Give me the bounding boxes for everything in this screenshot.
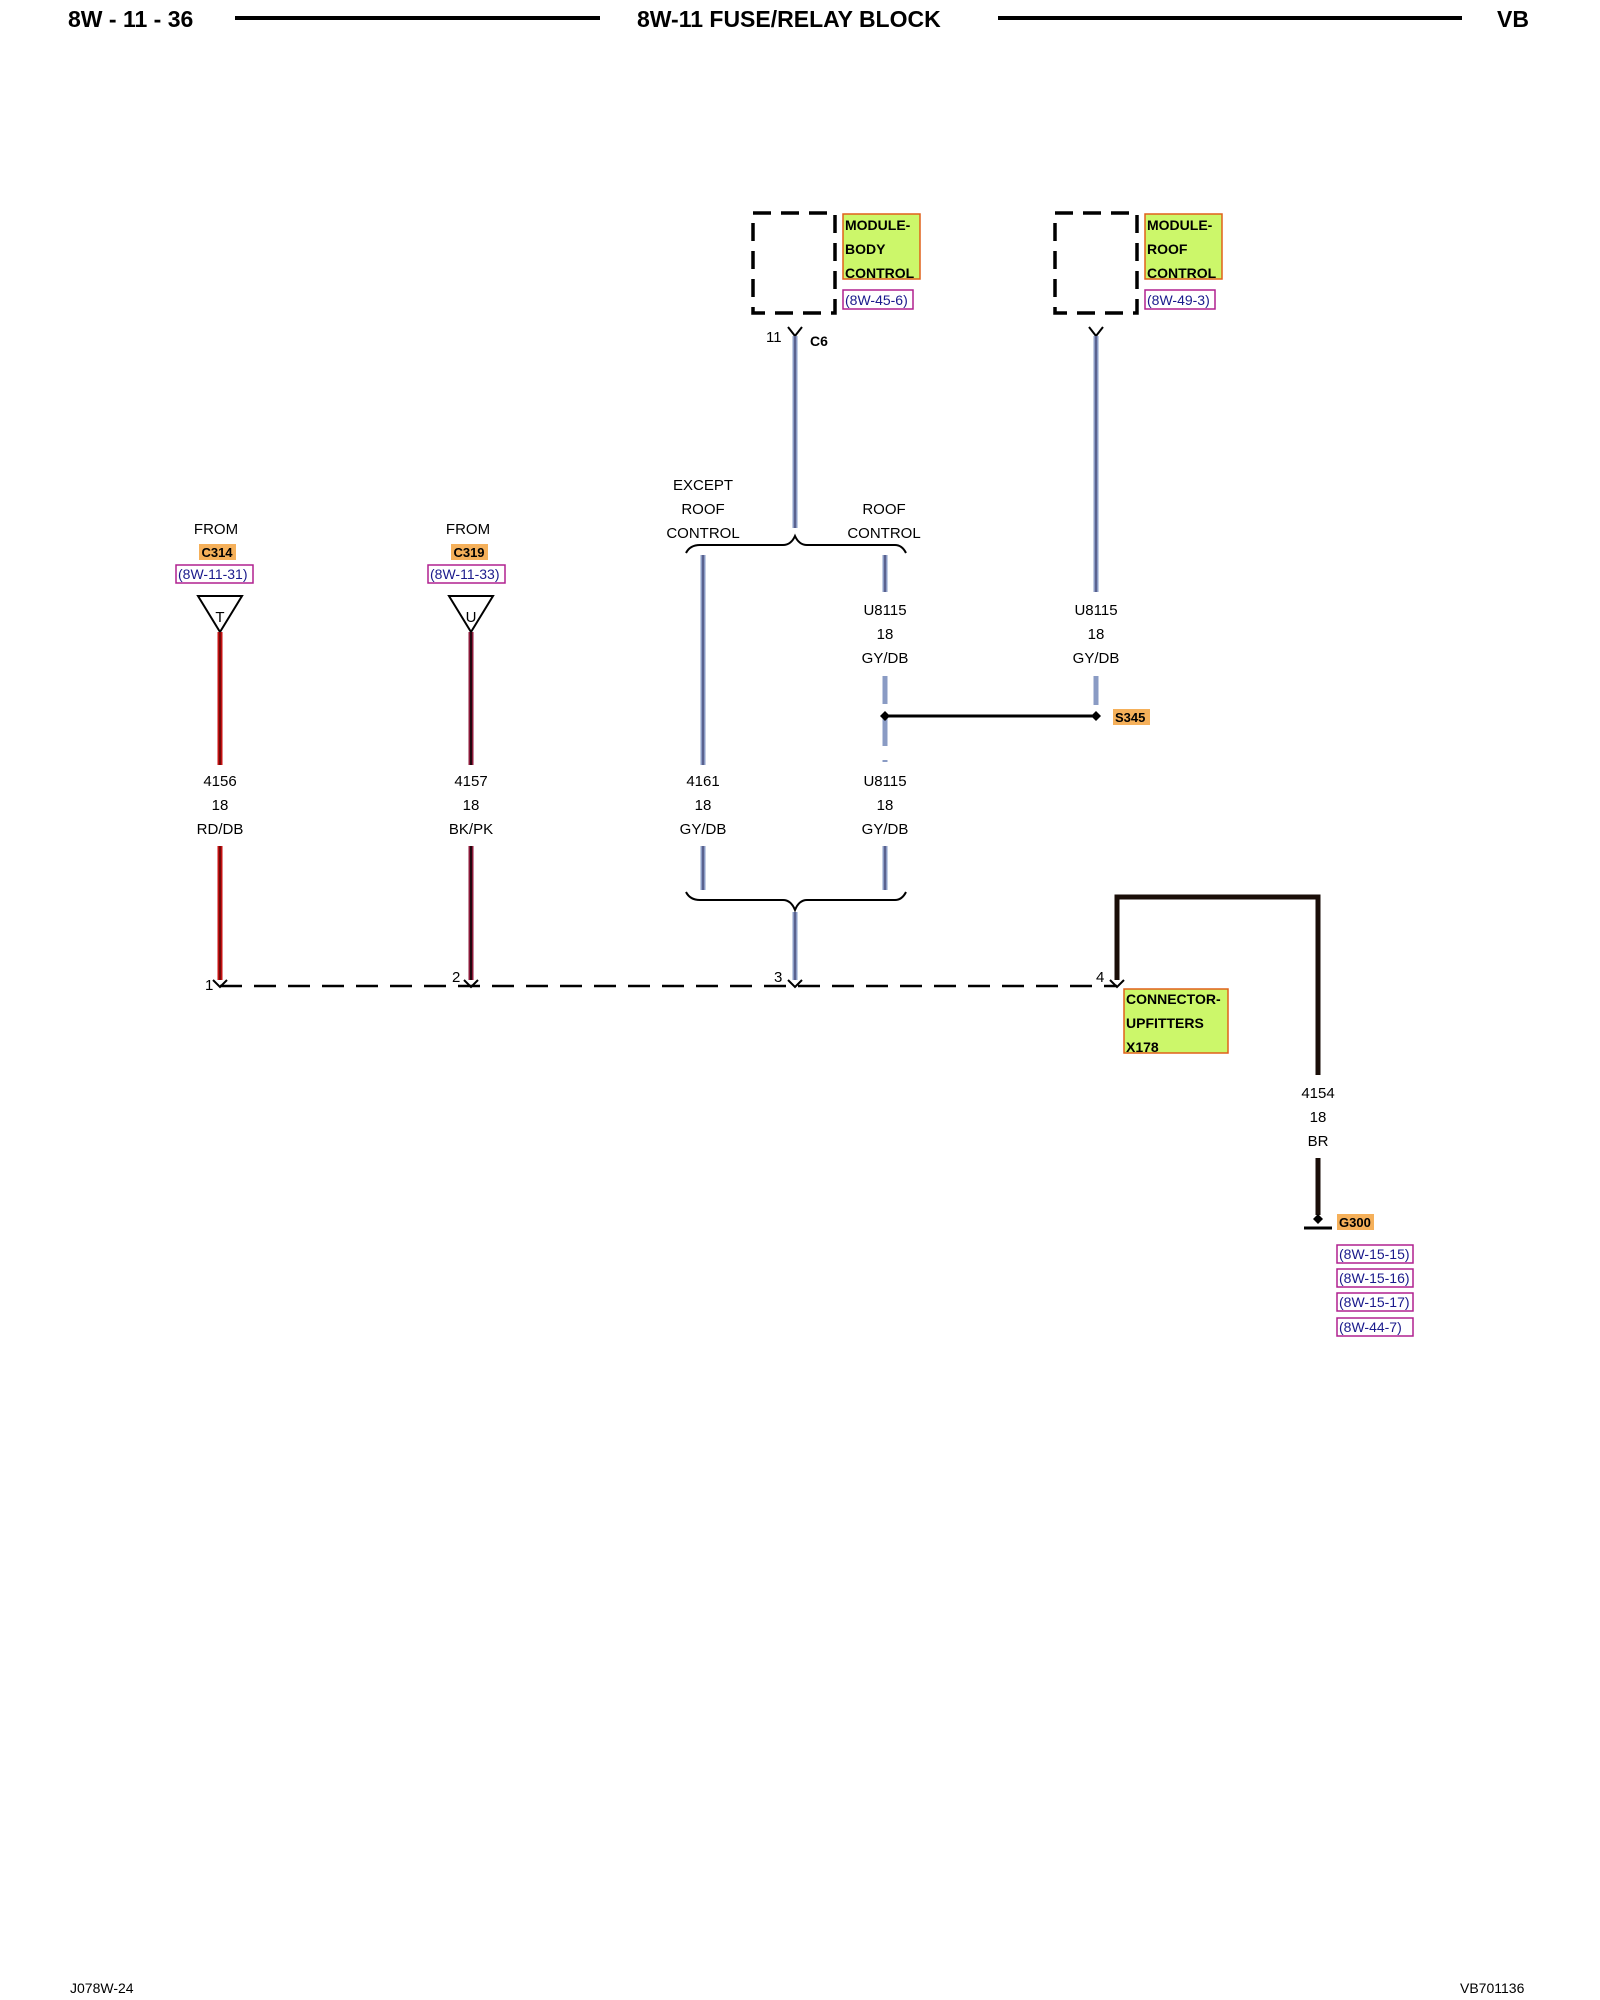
connector-x178-line1: CONNECTOR- [1126, 991, 1221, 1007]
source-c319-letter: U [466, 609, 477, 626]
ground-wire-color: BR [1308, 1133, 1329, 1150]
body-control-connector: C6 [810, 333, 828, 349]
upper-wire-b-circuit: U8115 [1074, 602, 1117, 619]
wire-u8115-gauge: 18 [877, 797, 894, 814]
ground-ref-2-box[interactable] [1336, 1268, 1414, 1288]
splice-tag-bg [1113, 709, 1150, 725]
pin-3-label: 3 [774, 969, 782, 986]
body-control-module-box [751, 211, 837, 315]
source-c314-ref-box[interactable] [175, 564, 254, 584]
branch-bracket-bottom [685, 891, 907, 913]
pin-1-terminal [212, 979, 228, 989]
ground-tag: G300 [1339, 1215, 1371, 1230]
image-id: VB701136 [1460, 1980, 1525, 1996]
roof-control-terminal [1088, 326, 1104, 338]
ground-ref-3-link[interactable]: (8W-15-17) [1339, 1294, 1410, 1310]
wire-4161-circuit: 4161 [686, 773, 719, 790]
body-control-label-bg [842, 213, 921, 280]
connector-x178-label-bg [1123, 988, 1229, 1054]
wire-4156-gauge: 18 [212, 797, 229, 814]
connector-x178-line2: UPFITTERS [1126, 1015, 1204, 1031]
roof-control-module-box [1053, 211, 1139, 315]
wire-4161-color: GY/DB [680, 821, 727, 838]
wire-4156-circuit: 4156 [203, 773, 236, 790]
source-c319-ref-box[interactable] [427, 564, 506, 584]
wire-4157-gauge: 18 [463, 797, 480, 814]
ground-ref-2-link[interactable]: (8W-15-16) [1339, 1270, 1410, 1286]
ground-ref-3-box[interactable] [1336, 1292, 1414, 1312]
wire-4156-color: RD/DB [197, 821, 244, 838]
body-control-pin: 11 [766, 329, 782, 346]
roof-control-ref-link[interactable]: (8W-49-3) [1147, 292, 1210, 308]
pin-2-label: 2 [452, 969, 460, 986]
source-c319-ref-link[interactable]: (8W-11-33) [430, 566, 500, 582]
pin-2-terminal [463, 979, 479, 989]
pin-4-label: 4 [1096, 969, 1104, 986]
wire-4161-gauge: 18 [695, 797, 712, 814]
pin-1-label: 1 [205, 977, 213, 994]
body-control-terminal [787, 326, 803, 338]
ground-tag-bg [1337, 1214, 1374, 1230]
branch-roof-line2: CONTROL [847, 525, 920, 542]
ground-ref-1-link[interactable]: (8W-15-15) [1339, 1246, 1410, 1262]
connector-x178-line3: X178 [1126, 1039, 1159, 1055]
header-rule-left [235, 16, 600, 20]
source-c314-ref-link[interactable]: (8W-11-31) [178, 566, 248, 582]
wire-4157-circuit: 4157 [454, 773, 487, 790]
roof-control-line1: MODULE- [1147, 217, 1213, 233]
source-c314-letter: T [215, 609, 224, 626]
pin-3-terminal [787, 979, 803, 989]
splice-node-left [880, 711, 890, 721]
source-c319-tag-bg [451, 544, 488, 560]
source-c314-arrow [196, 595, 244, 634]
roof-control-line2: ROOF [1147, 241, 1188, 257]
source-c314-tag-bg [199, 544, 236, 560]
upper-wire-a-circuit: U8115 [863, 602, 906, 619]
branch-except-line1: EXCEPT [673, 477, 733, 494]
body-control-line2: BODY [845, 241, 886, 257]
branch-bracket-top [685, 533, 907, 554]
body-control-ref-link[interactable]: (8W-45-6) [845, 292, 908, 308]
model-code: VB [1497, 6, 1529, 32]
ground-node [1313, 1214, 1323, 1224]
source-c319-from: FROM [446, 521, 490, 538]
ground-ref-1-box[interactable] [1336, 1244, 1414, 1264]
ground-wire-circuit: 4154 [1301, 1085, 1334, 1102]
ground-ref-4-link[interactable]: (8W-44-7) [1339, 1319, 1402, 1335]
roof-control-label-bg [1144, 213, 1223, 280]
wire-u8115-color: GY/DB [862, 821, 909, 838]
branch-roof-line1: ROOF [862, 501, 905, 518]
branch-except-line3: CONTROL [666, 525, 739, 542]
roof-control-ref-box[interactable] [1144, 289, 1216, 310]
header-rule-right [998, 16, 1462, 20]
diagram-id: J078W-24 [70, 1980, 134, 1996]
branch-except-line2: ROOF [681, 501, 724, 518]
ground-ref-4-box[interactable] [1336, 1317, 1414, 1337]
wire-4154-upper [1114, 894, 1321, 1075]
source-c319-connector: C319 [453, 545, 484, 560]
roof-control-line3: CONTROL [1147, 265, 1217, 281]
ground-wire-gauge: 18 [1310, 1109, 1327, 1126]
upper-wire-b-color: GY/DB [1073, 650, 1120, 667]
upper-wire-a-color: GY/DB [862, 650, 909, 667]
source-c314-connector: C314 [201, 545, 233, 560]
page-number: 8W - 11 - 36 [68, 6, 194, 32]
page-title: 8W-11 FUSE/RELAY BLOCK [637, 6, 941, 32]
pin-4-terminal [1109, 979, 1125, 989]
body-control-line3: CONTROL [845, 265, 915, 281]
upper-wire-b-gauge: 18 [1088, 626, 1105, 643]
body-control-line1: MODULE- [845, 217, 911, 233]
wire-4157-color: BK/PK [449, 821, 493, 838]
upper-wire-a-gauge: 18 [877, 626, 894, 643]
source-c319-arrow [447, 595, 495, 634]
wire-u8115-circuit: U8115 [863, 773, 906, 790]
splice-tag: S345 [1115, 710, 1145, 725]
source-c314-from: FROM [194, 521, 238, 538]
body-control-ref-box[interactable] [842, 289, 914, 310]
splice-node-right [1091, 711, 1101, 721]
